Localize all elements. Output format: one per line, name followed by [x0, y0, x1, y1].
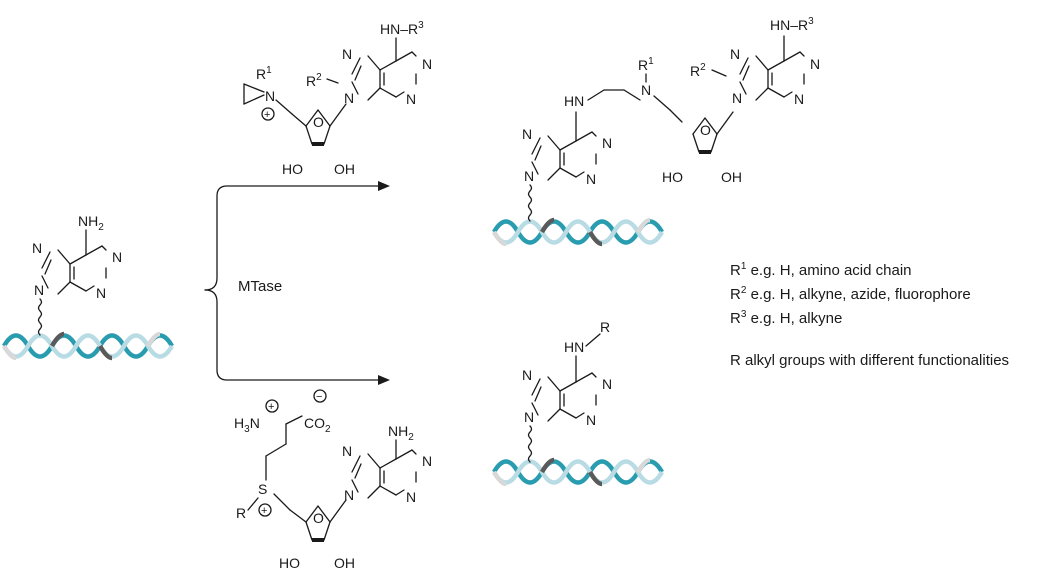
svg-text:N: N — [732, 90, 742, 106]
svg-text:HO: HO — [282, 161, 303, 177]
svg-text:N: N — [522, 126, 532, 142]
nh2-label: NH2 — [78, 213, 104, 233]
svg-text:N: N — [641, 82, 651, 98]
svg-text:N: N — [422, 453, 432, 469]
dna-helix-icon — [494, 220, 662, 244]
svg-text:OH: OH — [334, 555, 355, 571]
svg-text:+: + — [264, 109, 270, 121]
svg-text:R2: R2 — [690, 62, 706, 79]
lower-product: N N N N HN R — [494, 319, 662, 484]
svg-text:N: N — [522, 367, 532, 383]
sam-cofactor: N N N N NH2 O HO OH S R + H3N + CO2 − — [234, 389, 432, 571]
svg-text:HO: HO — [279, 555, 300, 571]
legend-r2: R2 e.g. H, alkyne, azide, fluorophore — [730, 285, 971, 303]
svg-text:N: N — [344, 487, 354, 503]
svg-text:N: N — [524, 409, 534, 425]
svg-text:N: N — [406, 489, 416, 505]
lower-arrow-line — [204, 289, 384, 381]
mtase-label: MTase — [238, 278, 282, 295]
reaction-branch: MTase — [204, 181, 390, 385]
svg-text:HN: HN — [564, 339, 584, 355]
svg-text:N: N — [524, 168, 534, 184]
svg-text:R1: R1 — [638, 56, 654, 73]
svg-text:O: O — [313, 114, 324, 130]
start-adenine: N N N N NH2 — [4, 213, 172, 358]
svg-text:N: N — [810, 56, 820, 72]
upper-arrow-line — [204, 185, 384, 291]
svg-text:N: N — [406, 91, 416, 107]
atom-n1: N — [112, 249, 122, 265]
svg-text:R2: R2 — [306, 72, 322, 89]
legend-r3: R3 e.g. H, alkyne — [730, 309, 843, 327]
svg-text:O: O — [700, 122, 711, 138]
atom-n3: N — [96, 285, 106, 301]
svg-text:CO2: CO2 — [304, 415, 331, 435]
svg-text:OH: OH — [334, 161, 355, 177]
svg-text:+: + — [261, 505, 267, 517]
svg-text:N: N — [602, 376, 612, 392]
svg-text:R: R — [600, 319, 610, 335]
reaction-arrow-icon — [378, 375, 390, 385]
svg-text:N: N — [344, 90, 354, 106]
svg-text:HN: HN — [564, 93, 584, 109]
svg-text:R1: R1 — [256, 65, 272, 82]
atom-n7: N — [32, 240, 42, 256]
svg-text:N: N — [586, 171, 596, 187]
dna-helix-icon — [494, 460, 662, 484]
svg-text:NH2: NH2 — [388, 423, 414, 443]
svg-text:OH: OH — [721, 169, 742, 185]
atom-n9: N — [34, 282, 44, 298]
svg-text:N: N — [342, 443, 352, 459]
aziridine-cofactor: N N N N HN–R3 R2 O HO OH N R1 + — [243, 20, 432, 177]
svg-text:HN–R3: HN–R3 — [770, 16, 814, 33]
svg-text:S: S — [258, 481, 267, 497]
wavy-bond — [37, 298, 43, 336]
svg-text:H3N: H3N — [234, 415, 260, 435]
legend-r1: R1 e.g. H, amino acid chain — [730, 261, 912, 279]
reaction-arrow-icon — [378, 181, 390, 191]
svg-text:N: N — [422, 56, 432, 72]
svg-text:N: N — [730, 46, 740, 62]
dna-helix-icon — [4, 334, 172, 358]
svg-text:O: O — [313, 510, 324, 526]
svg-text:−: − — [316, 391, 322, 403]
svg-text:N: N — [794, 91, 804, 107]
svg-text:N: N — [602, 135, 612, 151]
svg-text:+: + — [268, 401, 274, 413]
svg-text:HO: HO — [662, 169, 683, 185]
upper-product: N N N N HN N R1 O HO OH N N N N HN–R3 R2 — [494, 16, 820, 244]
svg-text:N: N — [265, 88, 275, 104]
legend-r: R alkyl groups with different functional… — [730, 352, 1010, 369]
svg-text:N: N — [586, 412, 596, 428]
svg-text:N: N — [342, 46, 352, 62]
svg-text:HN–R3: HN–R3 — [380, 20, 424, 37]
svg-text:R: R — [236, 505, 246, 521]
